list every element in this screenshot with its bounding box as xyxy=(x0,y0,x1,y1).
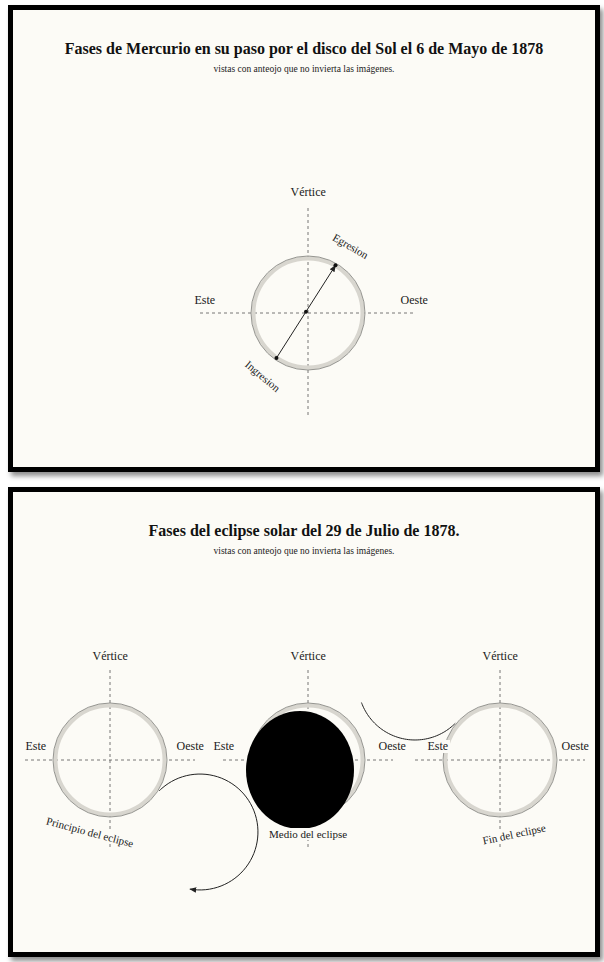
sun-disc xyxy=(443,703,557,817)
plate-label: Oeste xyxy=(399,294,430,307)
horizontal-axis xyxy=(25,760,195,761)
horizontal-axis xyxy=(415,760,585,761)
plate-label: Este xyxy=(212,740,237,753)
plate-title: Fases del eclipse solar del 29 de Julio … xyxy=(149,522,460,540)
mercury-dot xyxy=(304,310,308,314)
plate-label: Oeste xyxy=(560,740,591,753)
mercury-dot xyxy=(334,263,338,267)
plate-label: Este xyxy=(193,294,218,307)
mercury-path xyxy=(276,265,335,358)
plate-subtitle: vistas con anteojo que no invierta las i… xyxy=(13,546,595,556)
plate-panel: Fases de Mercurio en su paso por el disc… xyxy=(8,5,600,472)
plate-label: Este xyxy=(426,740,451,753)
plate-label: Vértice xyxy=(289,650,328,663)
plate-label: Medio del eclipse xyxy=(267,828,349,840)
plate-label: Vértice xyxy=(91,650,130,663)
moon-disc xyxy=(246,711,354,829)
panel-ground xyxy=(8,5,600,472)
panel-ground xyxy=(8,487,600,957)
plate-subtitle: vistas con anteojo que no invierta las i… xyxy=(13,64,595,74)
plate-label: Este xyxy=(24,740,49,753)
plate-label: Oeste xyxy=(175,740,206,753)
plate-label: Vértice xyxy=(481,650,520,663)
moon-arc xyxy=(159,774,258,890)
mercury-dot xyxy=(274,356,278,360)
moon-arc xyxy=(361,702,455,739)
plate-title: Fases de Mercurio en su paso por el disc… xyxy=(65,40,544,58)
sun-disc xyxy=(53,703,167,817)
sun-disc xyxy=(251,256,365,370)
horizontal-axis xyxy=(200,313,416,314)
plate-label: Oeste xyxy=(377,740,408,753)
plate-label: Vértice xyxy=(289,186,328,199)
plate-panel: Fases del eclipse solar del 29 de Julio … xyxy=(8,487,600,957)
